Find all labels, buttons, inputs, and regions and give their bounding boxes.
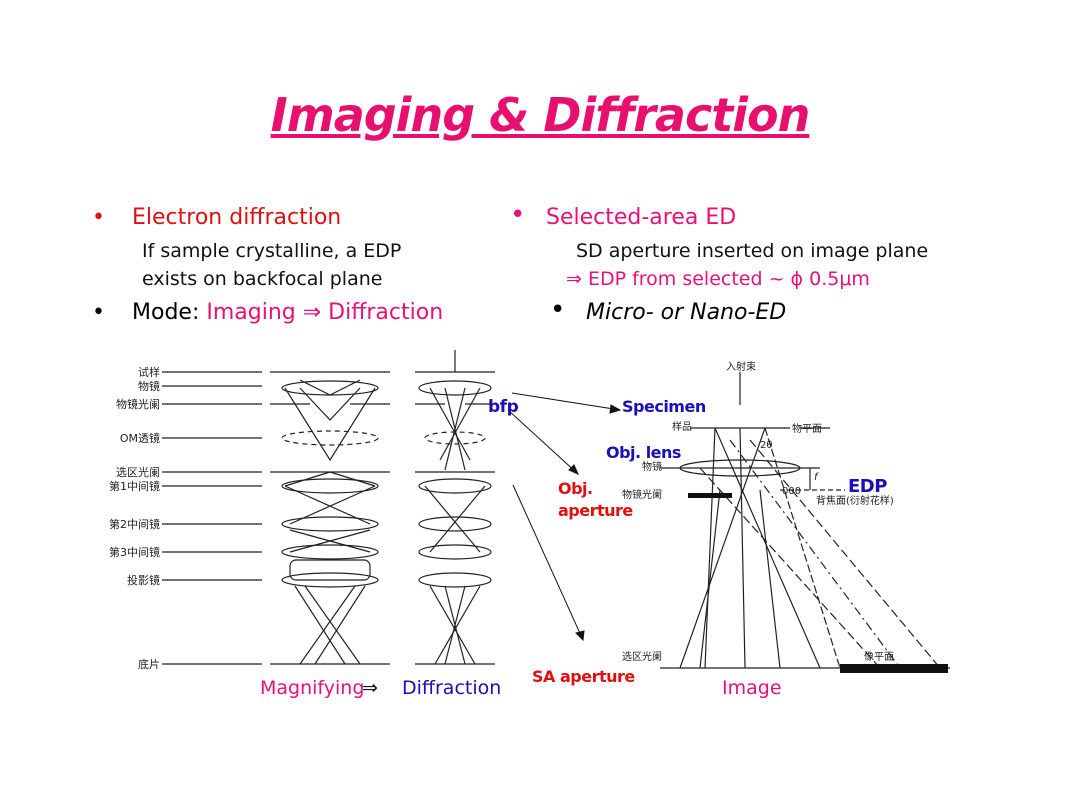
label-lens-cn: 物镜 xyxy=(642,460,662,473)
label-sa-cn: 选区光阑 xyxy=(622,650,662,663)
label-objective-cn: 物镜 xyxy=(138,379,160,393)
caption-image: Image xyxy=(722,677,782,699)
sub-text-edp-selected: ⇒ EDP from selected ~ ϕ 0.5μm xyxy=(566,268,870,290)
mode-value: Imaging ⇒ Diffraction xyxy=(206,300,444,325)
caption-diffraction: Diffraction xyxy=(402,677,501,699)
sub-text-backfocal-plane: exists on backfocal plane xyxy=(142,268,383,290)
caption-magnifying: Magnifying xyxy=(260,677,364,699)
label-intermediate-3-cn: 第3中间镜 xyxy=(109,545,160,559)
label-incident-beam-cn: 入射束 xyxy=(726,361,756,373)
bullet-selected-area-ed: Selected-area ED xyxy=(546,205,737,230)
label-focal-length: f xyxy=(814,472,819,483)
bullet-electron-diffraction: Electron diffraction xyxy=(132,205,342,230)
label-sample-cn: 样品 xyxy=(672,420,692,433)
annotation-obj-aperture-line1: Obj. xyxy=(558,479,593,498)
label-zero-order: 000 xyxy=(782,486,801,497)
label-projector-cn: 投影镜 xyxy=(127,573,160,587)
bullet-marker: • xyxy=(92,205,105,230)
label-intermediate-2-cn: 第2中间镜 xyxy=(109,517,160,531)
annotation-sa-aperture: SA aperture xyxy=(532,667,635,686)
annotation-obj-lens: Obj. lens xyxy=(606,443,681,462)
label-intermediate-1-cn: 第1中间镜 xyxy=(109,479,160,493)
label-aperture-cn: 物镜光阑 xyxy=(622,488,662,501)
bullet-micro-nano-ed: Micro- or Nano-ED xyxy=(586,300,787,325)
page-title: Imaging & Diffraction xyxy=(270,88,811,142)
bullet-mode: Mode: Imaging ⇒ Diffraction xyxy=(132,300,443,325)
mode-sep: : xyxy=(191,300,207,325)
label-obj-aperture-cn: 物镜光阑 xyxy=(116,397,160,411)
annotation-obj-aperture-line2: aperture xyxy=(558,501,633,520)
annotation-bfp: bfp xyxy=(488,397,519,417)
sub-text-sample-crystalline: If sample crystalline, a EDP xyxy=(142,240,402,262)
label-bfp-cn: 背焦面(衍射花样) xyxy=(816,494,894,507)
bullet-marker: • xyxy=(92,300,105,325)
label-specimen-cn: 试样 xyxy=(138,365,160,379)
annotation-specimen: Specimen xyxy=(622,397,706,416)
label-sa-aperture-cn: 选区光阑 xyxy=(116,465,160,479)
annotation-edp: EDP xyxy=(848,476,887,497)
label-om-lens-cn: OM透镜 xyxy=(120,431,160,445)
mode-key: Mode xyxy=(132,300,192,325)
bullet-marker: • xyxy=(510,200,526,230)
label-image-plane-cn: 像平面 xyxy=(864,651,894,663)
caption-arrow: ⇒ xyxy=(362,677,378,699)
bullet-marker: • xyxy=(550,295,566,325)
label-two-theta: 2θ xyxy=(760,440,772,451)
label-film-cn: 底片 xyxy=(138,657,160,671)
sub-text-sd-aperture: SD aperture inserted on image plane xyxy=(576,240,929,262)
label-object-plane-cn: 物平面 xyxy=(792,422,822,435)
